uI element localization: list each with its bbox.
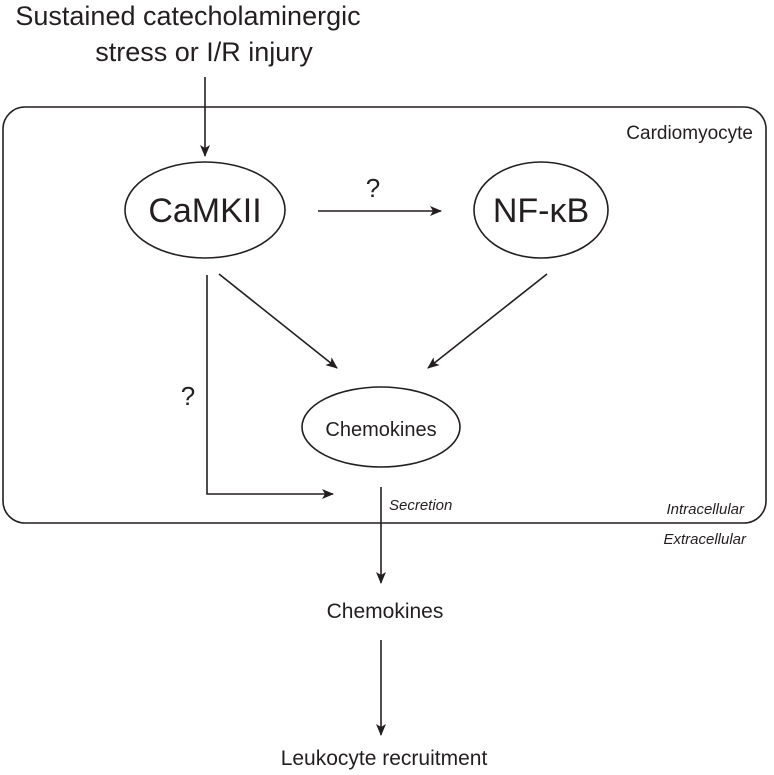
cardiomyocyte-label: Cardiomyocyte <box>626 123 753 144</box>
nfkb-label: NF-κB <box>493 192 589 230</box>
arrow-camkii-to-secretion <box>206 275 334 499</box>
camkii-label: CaMKII <box>148 192 261 230</box>
leukocyte-recruitment-label: Leukocyte recruitment <box>281 747 488 770</box>
chemokines-extracellular-label: Chemokines <box>327 600 444 623</box>
secretion-label: Secretion <box>389 497 452 514</box>
arrow-nfkb-to-chemokines <box>427 273 548 369</box>
extracellular-label: Extracellular <box>663 531 747 548</box>
chemokines-intracellular-label: Chemokines <box>325 419 436 441</box>
cardiomyocyte-boundary <box>2 106 767 524</box>
camkii-secretion-question-mark: ? <box>181 381 195 411</box>
camkii-nfkb-question-mark: ? <box>366 173 380 203</box>
nfkb-node <box>473 161 609 259</box>
intracellular-label: Intracellular <box>666 501 745 518</box>
chemokines-intracellular-node <box>301 386 461 468</box>
arrow-camkii-to-chemokines <box>218 273 338 369</box>
camkii-node <box>124 161 286 259</box>
stimulus-line-2: stress or I/R injury <box>95 37 313 67</box>
stimulus-line-1: Sustained catecholaminergic <box>15 1 360 31</box>
